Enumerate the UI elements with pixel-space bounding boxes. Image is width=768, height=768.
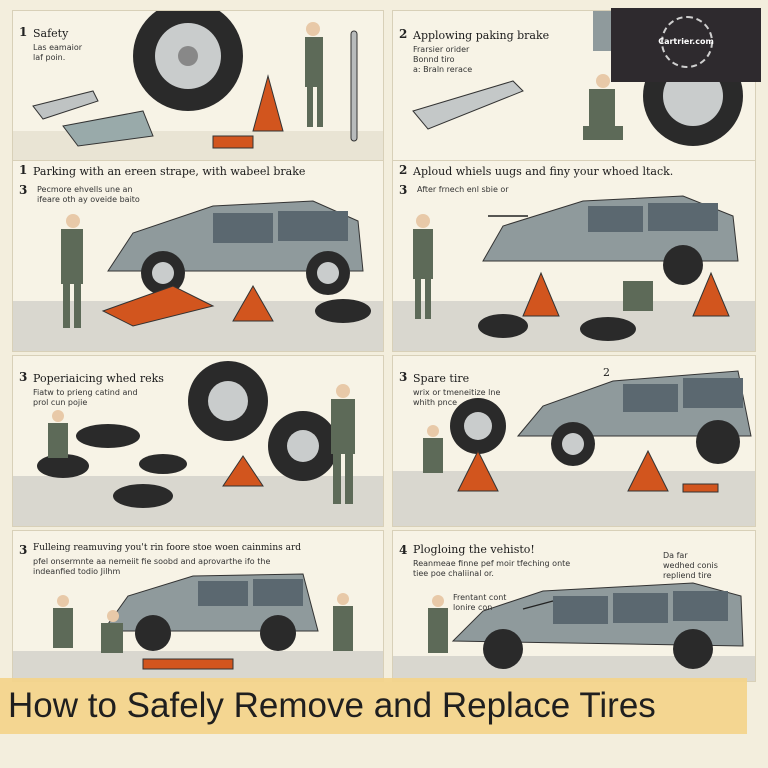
worker-head	[427, 425, 439, 437]
panel-title: Aploud whiels uugs and finy your whoed l…	[413, 165, 674, 178]
panel-title: Plogloing the vehisto!	[413, 543, 535, 556]
panel-title: Poperiaicing whed reks	[33, 372, 164, 385]
tire-icon	[696, 420, 740, 464]
panel-title: Spare tire	[413, 372, 470, 385]
sub-step-number: 3	[399, 183, 408, 197]
step-number: 3	[19, 370, 28, 384]
jack-stand-icon	[692, 271, 730, 317]
panel-subtitle: wrix or tmeneitize lne whith pnce	[413, 388, 501, 407]
step-number: 2	[399, 27, 408, 41]
panel-subtitle: Las eamaior laf poin.	[33, 43, 82, 62]
removed-tire-icon	[580, 317, 636, 341]
tire-icon	[260, 615, 296, 651]
panel-repositioning: 3 Poperiaicing whed reks Fiatw to prieng…	[12, 355, 384, 527]
tool-icon	[682, 483, 719, 493]
lug-wrench-icon	[350, 30, 358, 142]
jack-stand-icon	[457, 449, 499, 492]
tire-stack-icon	[76, 424, 140, 448]
panel-title: Applowing paking brake	[413, 29, 550, 42]
logo-text: Cartrier.com	[658, 37, 714, 46]
worker-head	[57, 595, 69, 607]
panel-note: Da far wedhed conis repliend tire	[663, 551, 718, 580]
panel-title: Parking with an ereen strape, with wabee…	[33, 165, 306, 178]
panel-parking: 1 Parking with an ereen strape, with wab…	[12, 160, 384, 352]
tire-icon	[663, 245, 703, 285]
arrow-icon	[522, 600, 554, 610]
step-number: 3	[19, 543, 28, 557]
jack-stand-icon	[627, 449, 669, 492]
step-number: 2	[399, 163, 408, 177]
worker-head	[306, 22, 320, 36]
wrench-icon	[32, 90, 99, 120]
panel-spare-tire: 3 Spare tire wrix or tmeneitize lne whit…	[392, 355, 756, 527]
banner-title: How to Safely Remove and Replace Tires	[8, 686, 656, 725]
panel-lug-nuts: 2 Aploud whiels uugs and finy your whoed…	[392, 160, 756, 352]
tire-icon	[673, 629, 713, 669]
worker-head	[416, 214, 430, 228]
panel-title: Safety	[33, 27, 69, 40]
worker-head	[52, 410, 64, 422]
worker-icon	[53, 608, 73, 648]
panel-title: Fulleing reamuving you't rin foore stoe …	[33, 543, 302, 553]
jack-stand-icon	[522, 271, 560, 317]
title-banner: How to Safely Remove and Replace Tires	[0, 678, 747, 734]
worker-head	[336, 384, 350, 398]
parking-illustration	[13, 200, 383, 351]
worker-icon	[413, 229, 433, 279]
spare-tire-illustration	[393, 370, 755, 526]
worker-head	[432, 595, 444, 607]
worker-head	[337, 593, 349, 605]
panel-removing-tire: 3 Fulleing reamuving you't rin foore sto…	[12, 530, 384, 682]
tire-icon	[135, 615, 171, 651]
gear-icon	[661, 16, 713, 68]
lug-nuts-illustration	[393, 195, 755, 351]
panel-subtitle: Pecmore ehvells une an ifeare oth ay ove…	[37, 185, 140, 204]
worker-icon	[428, 608, 448, 653]
callout-label: Frentant cont lonire con	[453, 593, 507, 612]
panel-subtitle: pfel onsermnte aa nemeiit fie soobd and …	[33, 557, 271, 576]
removing-tire-illustration	[13, 573, 383, 681]
panel-subtitle: After frnech enl sbie or	[417, 185, 509, 194]
worker-icon	[331, 399, 355, 454]
worker-icon	[623, 281, 653, 311]
panel-subtitle: Frarsier orider Bonnd tiro a: Braln rera…	[413, 45, 473, 74]
worker-icon	[61, 229, 83, 284]
floor-jack-icon	[101, 285, 215, 327]
worker-icon	[333, 606, 353, 651]
step-marker: 2	[603, 366, 610, 379]
worker-icon	[423, 438, 443, 473]
sub-step-number: 3	[19, 183, 28, 197]
step-number: 1	[19, 163, 28, 177]
wrench-icon	[412, 80, 524, 130]
step-number: 1	[19, 25, 28, 39]
floor-jack-icon	[142, 658, 234, 670]
worker-icon	[101, 623, 123, 653]
worker-icon	[48, 423, 68, 458]
jack-stand-icon	[252, 74, 284, 132]
panel-subtitle: Reanmeae finne pef moir tfeching onte ti…	[413, 559, 571, 578]
panel-lowering-vehicle: 4 Plogloing the vehisto! Reanmeae finne …	[392, 530, 756, 682]
tire-icon	[483, 629, 523, 669]
repositioning-illustration	[13, 361, 383, 526]
worker-icon	[589, 89, 615, 129]
jack-stand-icon	[222, 455, 264, 487]
removed-tire-icon	[478, 314, 528, 338]
worker-icon	[305, 37, 323, 87]
step-number: 4	[399, 543, 408, 557]
safety-illustration	[13, 11, 383, 161]
worker-head	[107, 610, 119, 622]
wheel-chock-icon	[62, 110, 154, 147]
panel-subtitle: Fiatw to prieng catind and prol cun poji…	[33, 388, 138, 407]
site-logo: Cartrier.com	[611, 8, 761, 82]
lowering-illustration	[393, 582, 755, 681]
step-number: 3	[399, 370, 408, 384]
spare-tire-icon	[315, 299, 371, 323]
panel-safety: 1 Safety Las eamaior laf poin.	[12, 10, 384, 162]
worker-head	[66, 214, 80, 228]
worker-head	[596, 74, 610, 88]
jack-stand-icon	[232, 284, 274, 322]
